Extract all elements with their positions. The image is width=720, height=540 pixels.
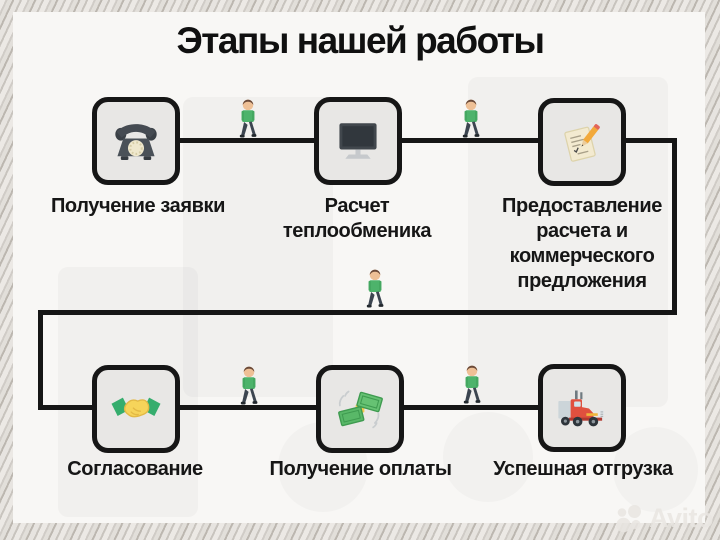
connector-line-row1 — [135, 138, 675, 143]
connector-line-middle — [38, 310, 677, 315]
walking-person-icon — [462, 99, 480, 138]
telephone-icon — [115, 124, 157, 160]
step-box-payment — [316, 365, 404, 453]
walking-person-icon — [239, 99, 257, 138]
step-label-request: Получение заявки — [50, 195, 226, 217]
page-title: Этапы нашей работы — [176, 20, 545, 61]
computer-icon — [339, 123, 377, 159]
walking-person-icon — [463, 365, 481, 404]
step-box-calculation — [314, 97, 402, 185]
step-label-approval: Согласование — [67, 458, 203, 480]
step-label-calculation: Расчет теплообменика — [282, 195, 432, 242]
walking-person-icon — [366, 269, 384, 308]
step-box-approval — [92, 365, 180, 453]
ghost-product-image — [443, 412, 533, 502]
connector-line-right-down — [672, 138, 677, 315]
document-pencil-icon — [564, 124, 600, 162]
step-box-proposal — [538, 98, 626, 186]
connector-line-row2 — [38, 405, 583, 410]
avito-watermark-text: Avito — [649, 503, 714, 533]
step-box-shipment — [538, 364, 626, 452]
step-label-proposal: Предоставление расчета и коммерческого п… — [502, 195, 662, 292]
avito-logo-icon — [616, 504, 641, 532]
money-icon — [338, 390, 383, 429]
truck-icon — [558, 390, 604, 427]
step-label-payment: Получение оплаты — [269, 458, 452, 480]
walking-person-icon — [240, 366, 258, 405]
step-box-request — [92, 97, 180, 185]
avito-watermark: Avito — [614, 503, 714, 534]
handshake-icon — [111, 397, 161, 418]
ghost-product-image — [183, 97, 333, 397]
step-label-shipment: Успешная отгрузка — [493, 458, 673, 480]
ghost-product-image — [613, 427, 698, 512]
connector-line-left-down — [38, 310, 43, 410]
